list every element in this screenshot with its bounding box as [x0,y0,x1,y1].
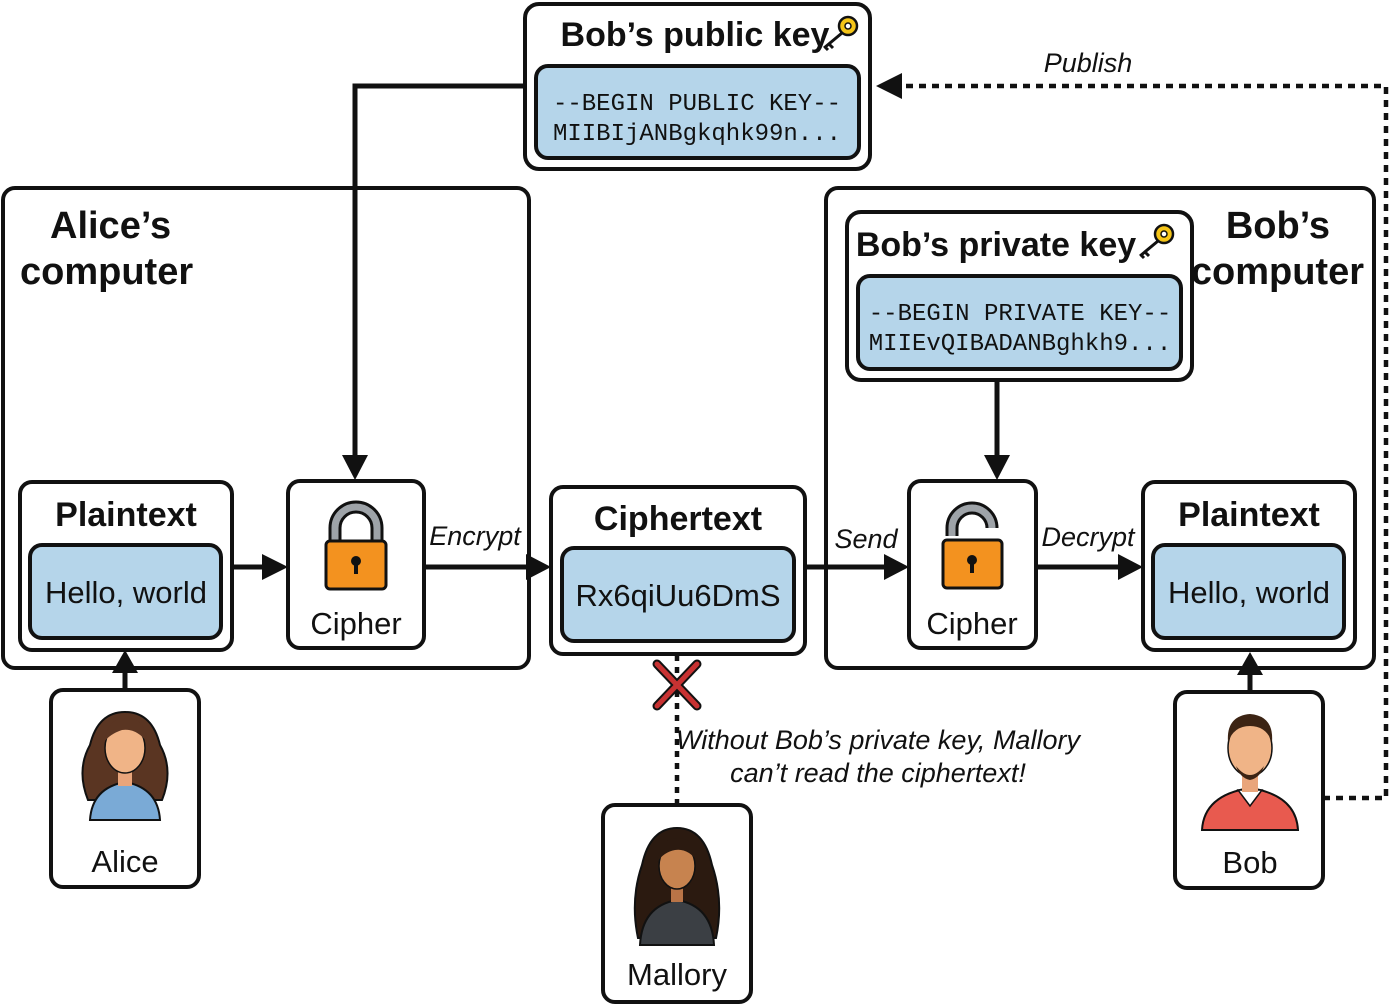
ciphertext-box: Ciphertext Rx6qiUu6DmS [549,485,807,656]
alice-plaintext-value: Hello, world [45,575,207,610]
private-key-line2: MIIEvQIBADANBghkh9... [869,331,1171,358]
alice-label: Alice [91,844,158,879]
alice-plaintext-box: Plaintext Hello, world [18,480,234,652]
arrow-publish [902,83,1389,801]
arrow-publickey-to-cipher [352,83,525,455]
public-key-value-box [534,64,861,160]
arrowhead-right-decrypt [1118,554,1143,580]
alice-avatar [81,710,169,821]
ciphertext-title: Ciphertext [594,500,762,538]
bob-computer: Bob’s computer [824,186,1376,670]
public-key-line2: MIIBIjANBgkqhk99n... [553,121,841,148]
red-x-icon [652,659,702,711]
mallory-card: Mallory [601,803,753,1004]
bob-plaintext-value: Hello, world [1168,575,1330,610]
bob-card: Bob [1173,690,1325,890]
key-icon [1139,223,1175,260]
padlock-closed-icon [324,500,388,591]
key-icon [823,15,859,52]
bob-label: Bob [1222,845,1277,880]
public-key-line1: --BEGIN PUBLIC KEY-- [553,91,841,118]
public-key-box: Bob’s public key --BEGIN PUBLIC KEY-- MI… [523,2,872,171]
private-key-box: Bob’s private key --BEGIN PRIVATE KEY-- … [845,210,1194,382]
ciphertext-value-box [560,546,796,643]
alice-plaintext-value-box [28,543,223,640]
encrypt-label: Encrypt [429,521,522,551]
alice-cipher-box: Cipher [286,479,426,650]
padlock-open-icon [941,501,1004,590]
arrowhead-left-publish [876,73,902,99]
publish-label: Publish [1044,48,1133,78]
mallory-avatar [633,826,721,946]
bob-computer-title-2: computer [1191,251,1364,293]
arrowhead-right-encrypt [526,554,551,580]
alice-cipher-label: Cipher [310,606,401,641]
bob-computer-title-1: Bob’s [1226,205,1330,247]
arrowhead-right-send [884,554,909,580]
bob-cipher-label: Cipher [926,606,1017,641]
arrowhead-up-bob [1237,652,1263,675]
bob-avatar [1200,714,1300,831]
mallory-note-line1: Without Bob’s private key, Mallory [676,725,1081,755]
alice-computer-title-2: computer [20,251,193,293]
alice-computer-title-1: Alice’s [50,205,171,247]
connectors [122,83,1389,805]
bob-plaintext-title: Plaintext [1178,496,1320,534]
private-key-value-box [856,274,1183,371]
ciphertext-value: Rx6qiUu6DmS [575,578,780,613]
bob-plaintext-value-box [1151,543,1346,640]
public-key-title: Bob’s public key [561,16,830,54]
send-label: Send [834,524,898,554]
alice-card: Alice [49,688,201,889]
arrowhead-right-plaintext [262,554,288,580]
private-key-line1: --BEGIN PRIVATE KEY-- [869,301,1171,328]
arrowhead-down-cipher [342,455,368,480]
bob-cipher-box: Cipher [907,479,1038,650]
bob-plaintext-box: Plaintext Hello, world [1141,480,1357,652]
mallory-note-line2: can’t read the ciphertext! [730,758,1026,788]
decrypt-label: Decrypt [1041,522,1136,552]
mallory-label: Mallory [627,957,727,992]
alice-plaintext-title: Plaintext [55,496,197,534]
private-key-title: Bob’s private key [856,226,1136,264]
arrowhead-down-privatekey [984,455,1010,480]
alice-computer: Alice’s computer [1,186,531,670]
